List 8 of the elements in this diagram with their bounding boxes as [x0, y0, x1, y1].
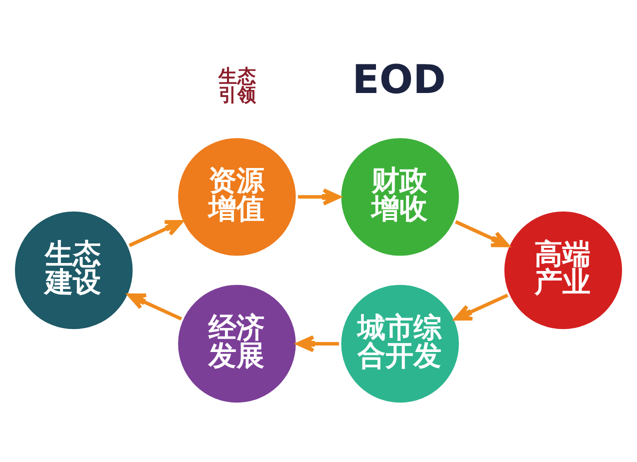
label: EOD — [352, 56, 446, 103]
arrow — [128, 220, 184, 248]
arrow — [454, 294, 508, 321]
arrow — [128, 293, 182, 320]
arrow — [454, 220, 510, 248]
arrow — [298, 188, 341, 206]
arrow — [296, 335, 339, 352]
label: 生态引领 — [218, 66, 256, 106]
